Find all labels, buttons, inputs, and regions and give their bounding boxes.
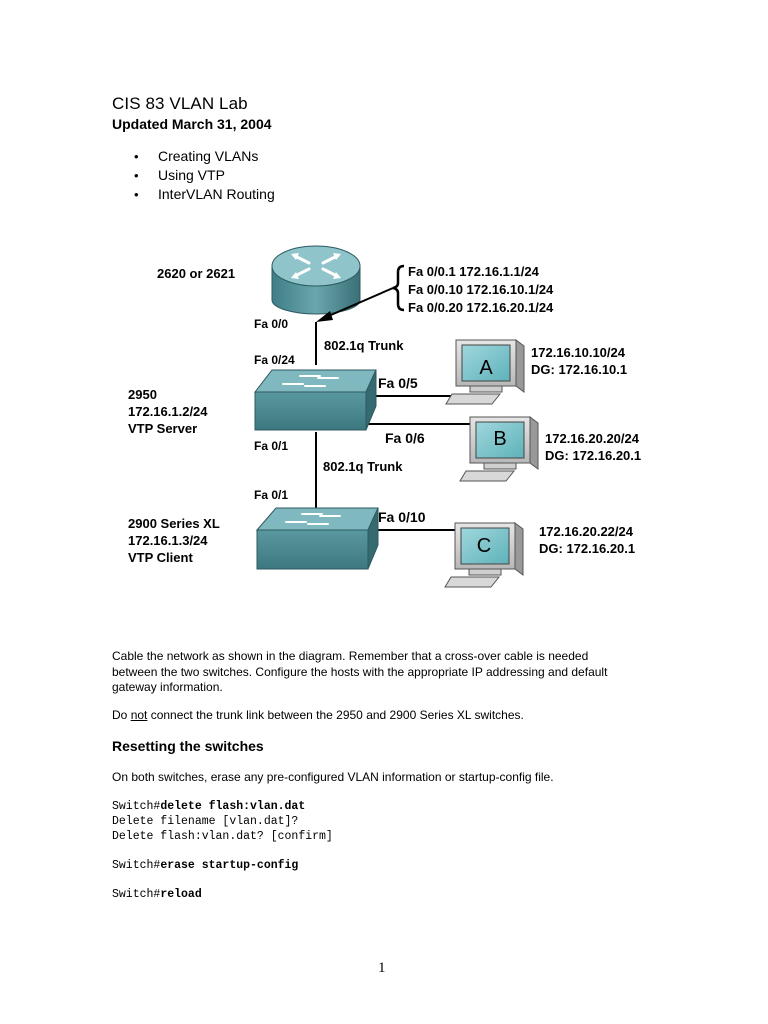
host-a-letter: A — [479, 357, 493, 379]
switch1-ip: 172.16.1.2/24 — [128, 404, 208, 419]
code-block-delete-vlan: Switch#delete flash:vlan.dat Delete file… — [112, 800, 333, 843]
switch-2950-icon — [253, 369, 377, 431]
port-fa010-label: Fa 0/10 — [378, 509, 426, 525]
switch1-model: 2950 — [128, 387, 157, 402]
subinterface-20: Fa 0/0.20 172.16.20.1/24 — [408, 300, 554, 315]
host-c-icon: C — [444, 522, 524, 588]
port-fa05-label: Fa 0/5 — [378, 375, 418, 391]
emphasis-not: not — [130, 708, 148, 722]
host-a-ip: 172.16.10.10/24 — [531, 345, 626, 360]
switch2-up-label: Fa 0/1 — [254, 488, 288, 502]
switch1-uplink-label: Fa 0/24 — [254, 353, 295, 367]
host-b-letter: B — [493, 428, 506, 450]
list-item: Using VTP — [134, 166, 275, 185]
host-b-icon: B — [459, 416, 539, 482]
section-heading: Resetting the switches — [112, 738, 264, 754]
host-a-gateway: DG: 172.16.10.1 — [531, 362, 627, 377]
switch2-model: 2900 Series XL — [128, 516, 220, 531]
host-c-ip: 172.16.20.22/24 — [539, 524, 634, 539]
network-diagram: A B C 2620 or 2621 Fa 0/0.1 172.16.1.1/2… — [128, 245, 641, 588]
trunk-upper-label: 802.1q Trunk — [324, 338, 404, 353]
switch1-role: VTP Server — [128, 421, 197, 436]
pointer-arrow — [323, 287, 394, 319]
switch2-role: VTP Client — [128, 550, 193, 565]
host-c-letter: C — [477, 535, 491, 557]
switch1-down-label: Fa 0/1 — [254, 439, 288, 453]
switch2-ip: 172.16.1.3/24 — [128, 533, 208, 548]
page-title: CIS 83 VLAN Lab — [112, 94, 248, 113]
code-block-erase: Switch#erase startup-config — [112, 859, 299, 872]
cabling-instructions: Cable the network as shown in the diagra… — [112, 649, 608, 694]
host-a-icon: A — [445, 339, 525, 405]
trunk-warning: Do not connect the trunk link between th… — [112, 708, 524, 722]
router-port-label: Fa 0/0 — [254, 317, 288, 331]
code-block-reload: Switch#reload — [112, 888, 202, 901]
switch-2900xl-icon — [255, 507, 379, 570]
subinterface-10: Fa 0/0.10 172.16.10.1/24 — [408, 282, 554, 297]
port-fa06-label: Fa 0/6 — [385, 430, 425, 446]
subinterface-1: Fa 0/0.1 172.16.1.1/24 — [408, 264, 540, 279]
page-subtitle: Updated March 31, 2004 — [112, 116, 272, 132]
host-b-gateway: DG: 172.16.20.1 — [545, 448, 641, 463]
router-label: 2620 or 2621 — [157, 266, 235, 281]
page-number: 1 — [378, 960, 386, 976]
list-item: InterVLAN Routing — [134, 185, 275, 204]
host-b-ip: 172.16.20.20/24 — [545, 431, 640, 446]
reset-instructions: On both switches, erase any pre-configur… — [112, 770, 554, 784]
brace-icon — [392, 264, 405, 312]
objective-list: Creating VLANs Using VTP InterVLAN Routi… — [134, 147, 275, 204]
router-icon — [271, 245, 361, 315]
host-c-gateway: DG: 172.16.20.1 — [539, 541, 635, 556]
arrowhead-icon — [316, 311, 333, 322]
trunk-lower-label: 802.1q Trunk — [323, 459, 403, 474]
list-item: Creating VLANs — [134, 147, 275, 166]
